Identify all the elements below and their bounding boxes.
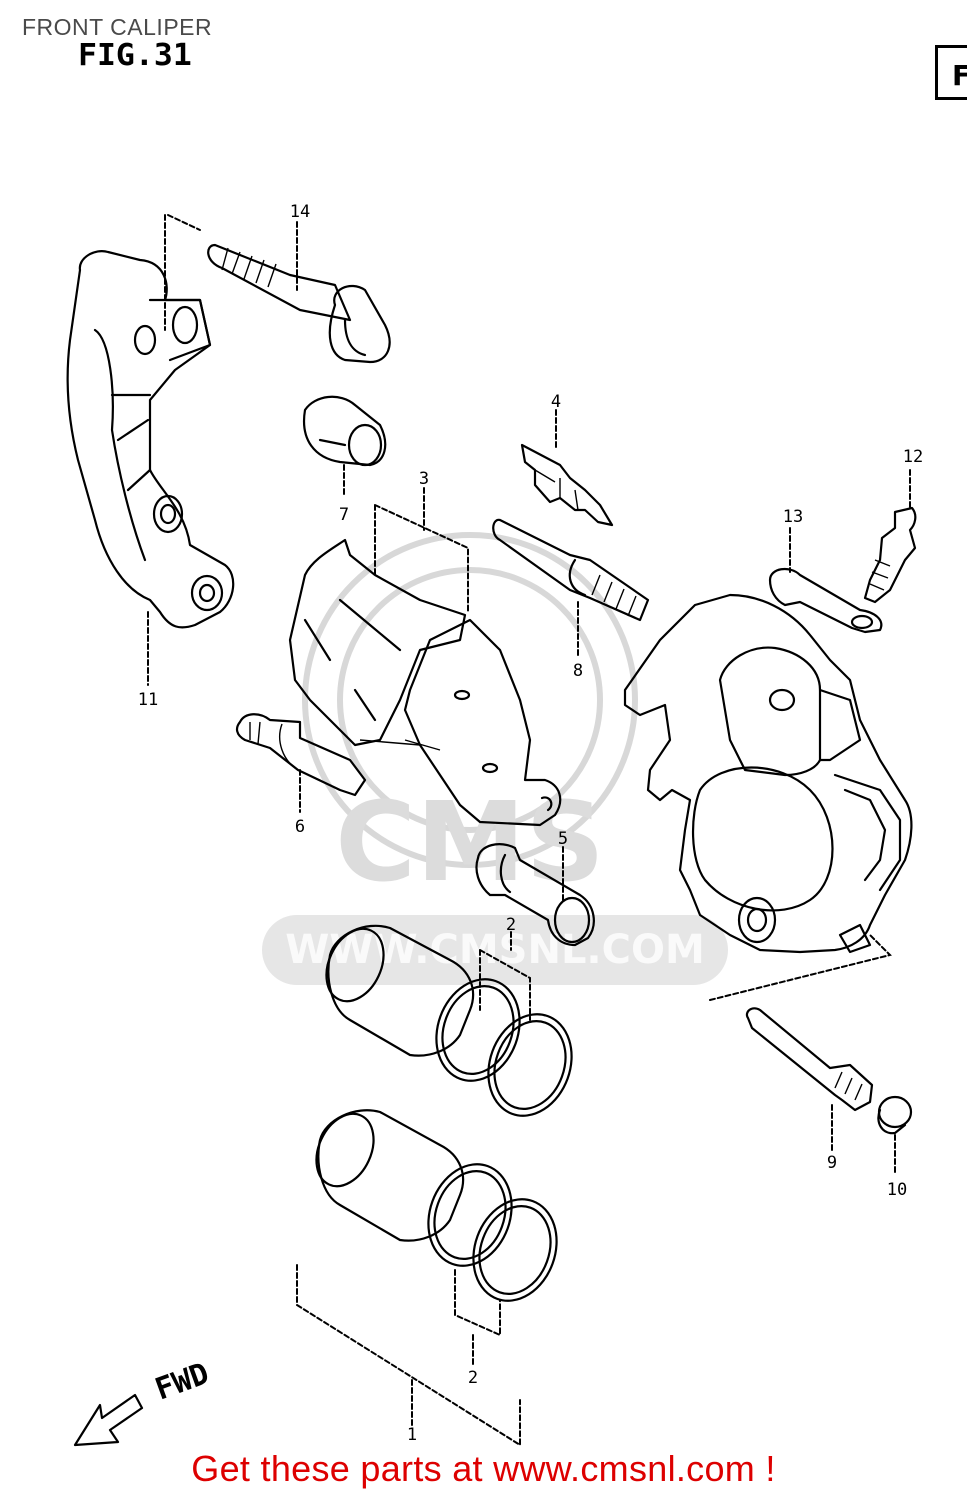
- forward-direction-arrow: FWD: [73, 1356, 214, 1447]
- callout-8: 8: [573, 661, 583, 681]
- watermark-banner: [262, 915, 728, 985]
- figure-number: FIG.31: [78, 38, 192, 73]
- pin-plug-part-5: [475, 843, 595, 947]
- callout-14: 14: [290, 202, 310, 222]
- fwd-label: FWD: [151, 1356, 214, 1407]
- brake-pads-part-3: [288, 504, 562, 827]
- pad-pin-part-9: [709, 934, 892, 1112]
- watermark-url: WWW.CMSNL.COM: [285, 927, 705, 973]
- bleeder-valve-part-12: [863, 506, 917, 604]
- callout-10: 10: [887, 1180, 907, 1200]
- pin-plug-part-10: [877, 1095, 913, 1135]
- bracket-bolt-part-14: [207, 243, 391, 364]
- piston-seals-lower: [296, 1163, 558, 1447]
- promo-footer-link[interactable]: Get these parts at www.cmsnl.com !: [191, 1448, 776, 1489]
- callout-2-upper: 2: [506, 915, 516, 935]
- piston-seals-upper: [435, 949, 573, 1117]
- caliper-body: [623, 593, 913, 954]
- slide-pin-part-6: [235, 713, 367, 797]
- callout-7: 7: [339, 505, 349, 525]
- caliper-bracket-part-11: [66, 214, 235, 629]
- corner-section-marker: F: [935, 45, 967, 100]
- callout-6: 6: [295, 817, 305, 837]
- callout-1: 1: [407, 1425, 417, 1445]
- callout-11: 11: [138, 690, 158, 710]
- callout-numbers: 1 2 2 3 4 5 6 7 8 9 10 11 12 13 14: [138, 202, 923, 1445]
- piston-lower: [315, 1109, 465, 1242]
- diagram-caption: FRONT CALIPER: [22, 14, 213, 40]
- callout-12: 12: [903, 447, 923, 467]
- boot-part-7: [302, 395, 387, 467]
- callout-9: 9: [827, 1153, 837, 1173]
- callout-13: 13: [783, 507, 803, 527]
- callout-4: 4: [551, 392, 561, 412]
- cms-watermark: CMS WWW.CMSNL.COM: [262, 532, 728, 985]
- leader-lines: [147, 221, 911, 1426]
- callout-5: 5: [558, 829, 568, 849]
- bleeder-cap-part-13: [768, 567, 883, 634]
- callout-3: 3: [419, 469, 429, 489]
- piston-upper: [325, 924, 475, 1057]
- slide-pin-part-8: [492, 518, 650, 622]
- pad-spring-part-4: [520, 443, 614, 527]
- callout-2-lower: 2: [468, 1368, 478, 1388]
